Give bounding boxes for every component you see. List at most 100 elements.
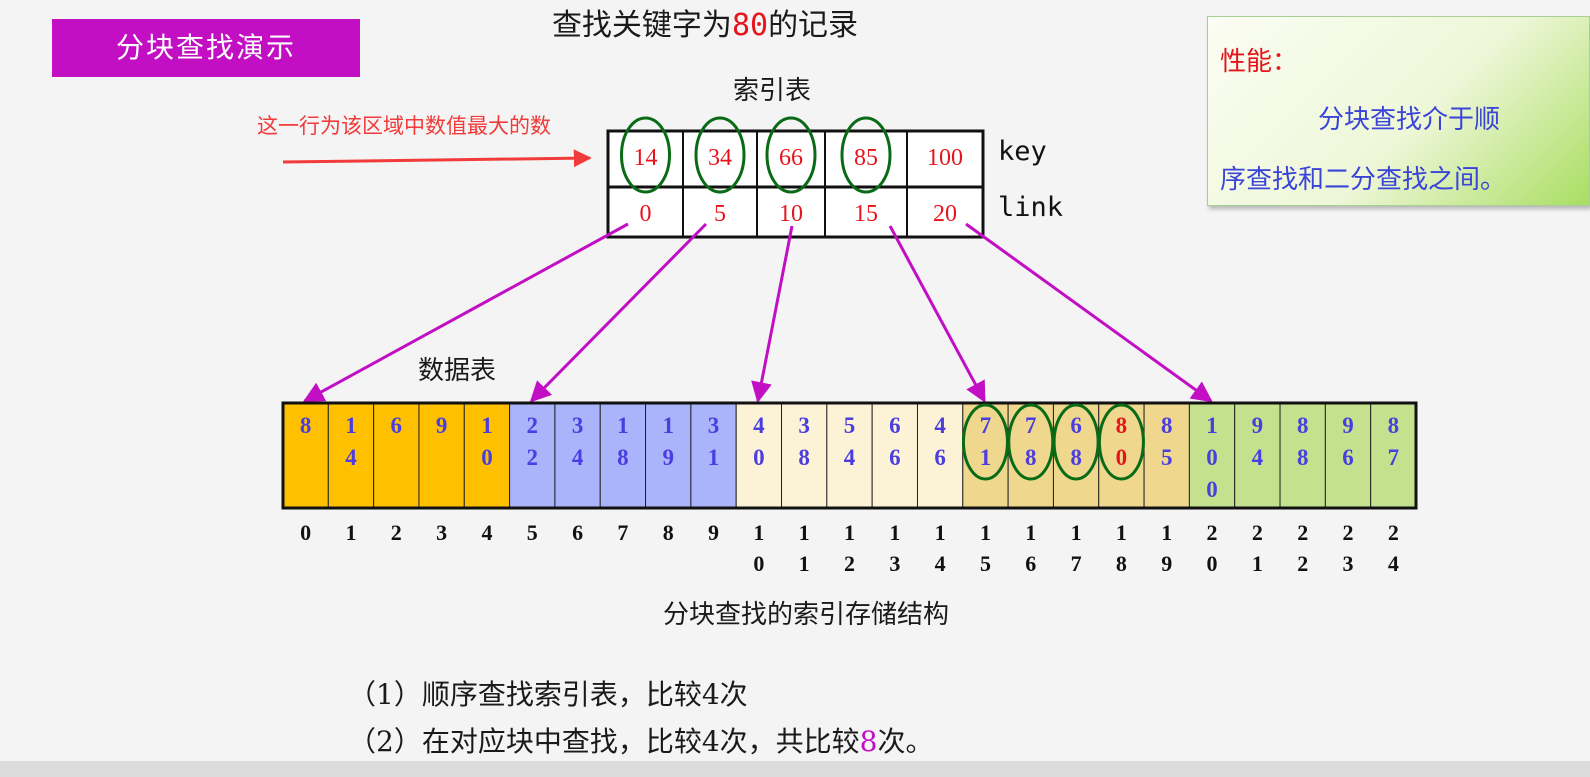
data-cell — [1098, 402, 1145, 509]
data-value: 9 — [436, 413, 448, 438]
data-index: 2 — [1297, 551, 1308, 576]
data-table: 8014162931042253461871983194010381154126… — [281, 401, 1418, 576]
data-value: 4 — [753, 413, 765, 438]
data-index: 1 — [980, 520, 991, 545]
data-value: 5 — [844, 413, 856, 438]
data-index: 1 — [1116, 520, 1127, 545]
data-cell — [645, 402, 692, 509]
data-value: 6 — [889, 445, 901, 470]
data-index: 3 — [889, 551, 900, 576]
performance-text-line1: 分块查找介于顺 — [1318, 105, 1501, 135]
data-value: 8 — [798, 445, 810, 470]
data-index: 7 — [1071, 551, 1082, 576]
link-arrow — [888, 225, 986, 403]
data-value: 0 — [1116, 445, 1128, 470]
data-value: 6 — [1070, 413, 1082, 438]
data-value: 8 — [1116, 413, 1128, 438]
data-value: 1 — [662, 413, 674, 438]
link-arrow — [751, 225, 794, 404]
search-key: 80 — [731, 8, 769, 43]
max-value-note: 这一行为该区域中数值最大的数 — [257, 114, 551, 138]
data-index: 0 — [300, 520, 311, 545]
data-value: 7 — [980, 413, 992, 438]
data-value: 8 — [1070, 445, 1082, 470]
data-cell — [463, 402, 511, 509]
data-value: 7 — [1025, 413, 1037, 438]
performance-box: 性能： 分块查找介于顺 序查找和二分查找之间。 — [1207, 16, 1590, 206]
data-value: 9 — [1342, 413, 1354, 438]
data-cell — [1052, 402, 1100, 509]
step-1: （1）顺序查找索引表，比较4次 — [348, 678, 748, 711]
data-index: 4 — [1388, 551, 1399, 576]
data-index: 1 — [753, 520, 764, 545]
data-index: 2 — [1297, 520, 1308, 545]
data-value: 9 — [1252, 413, 1264, 438]
step-2: （2）在对应块中查找，比较4次，共比较8次。 — [348, 725, 934, 758]
total-comparisons: 8 — [859, 725, 878, 758]
key-circle — [765, 116, 817, 194]
data-table-label: 数据表 — [418, 356, 497, 386]
data-value: 4 — [345, 445, 357, 470]
bottom-bar — [0, 761, 1590, 777]
data-index: 1 — [844, 520, 855, 545]
link-arrow — [529, 222, 708, 403]
data-value: 8 — [1297, 445, 1309, 470]
data-value: 7 — [1388, 445, 1400, 470]
data-value: 8 — [1161, 413, 1173, 438]
data-value: 8 — [1297, 413, 1309, 438]
data-value: 3 — [572, 413, 584, 438]
performance-text-line2: 序查找和二分查找之间。 — [1220, 165, 1507, 195]
index-link: 0 — [640, 201, 652, 227]
data-value: 8 — [617, 445, 629, 470]
data-cell — [1370, 402, 1417, 509]
data-index: 9 — [1161, 551, 1172, 576]
data-index: 1 — [799, 520, 810, 545]
data-value: 6 — [391, 413, 403, 438]
link-arrow — [965, 222, 1213, 403]
data-value: 2 — [527, 445, 539, 470]
data-table-frame — [281, 401, 1418, 510]
key-circle — [840, 116, 892, 194]
data-value: 4 — [1252, 445, 1264, 470]
data-value: 6 — [934, 445, 946, 470]
data-index: 1 — [1161, 520, 1172, 545]
data-index: 2 — [1388, 520, 1399, 545]
key-circle — [620, 116, 671, 194]
data-value: 6 — [1342, 445, 1354, 470]
data-cell — [962, 402, 1009, 509]
data-cell — [327, 402, 375, 509]
data-cell — [871, 402, 918, 509]
data-index: 4 — [481, 520, 492, 545]
data-index: 8 — [663, 520, 674, 545]
data-value: 4 — [572, 445, 584, 470]
data-value: 2 — [527, 413, 539, 438]
data-index: 1 — [799, 551, 810, 576]
index-link: 5 — [714, 201, 726, 227]
data-value: 6 — [889, 413, 901, 438]
key-circle — [694, 116, 746, 194]
data-cell — [1234, 402, 1281, 509]
data-value: 8 — [300, 413, 312, 438]
key-row-label: key — [998, 136, 1047, 167]
data-value: 9 — [662, 445, 674, 470]
data-index: 1 — [1025, 520, 1036, 545]
data-value: 1 — [617, 413, 629, 438]
data-index: 3 — [436, 520, 447, 545]
data-index: 2 — [1207, 520, 1218, 545]
data-value: 1 — [980, 445, 992, 470]
main-title: 查找关键字为80的记录 — [551, 8, 859, 43]
data-index: 1 — [1252, 551, 1263, 576]
data-index: 2 — [844, 551, 855, 576]
data-value: 0 — [1206, 477, 1218, 502]
data-index: 3 — [1343, 551, 1354, 576]
index-link: 20 — [933, 201, 957, 227]
data-value: 8 — [1025, 445, 1037, 470]
data-value: 1 — [708, 445, 720, 470]
data-index: 0 — [1207, 551, 1218, 576]
performance-label: 性能： — [1220, 47, 1299, 77]
data-index: 1 — [935, 520, 946, 545]
data-cell — [282, 402, 329, 509]
data-value: 1 — [481, 413, 493, 438]
data-index: 2 — [1252, 520, 1263, 545]
